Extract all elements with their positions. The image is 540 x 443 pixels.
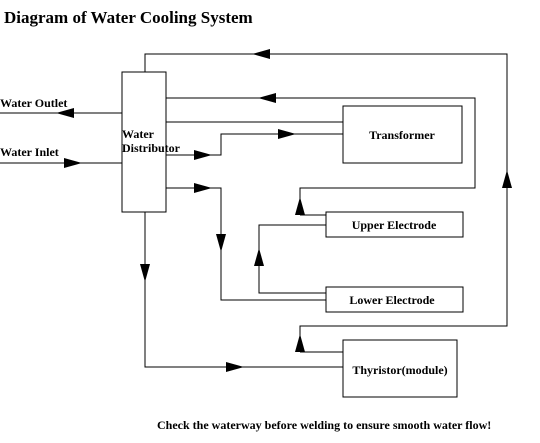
water-distributor-box	[121, 71, 167, 213]
transformer-feed-pipe	[166, 121, 343, 160]
transformer-label: Transformer	[369, 128, 435, 142]
arrow-right-icon	[194, 150, 212, 160]
arrow-left-icon	[56, 108, 74, 118]
thyristor-box	[342, 339, 458, 398]
arrow-left-icon	[258, 93, 276, 103]
water-outlet-pipe	[0, 108, 122, 118]
upper-electrode-box	[325, 211, 464, 238]
water-outlet-label: Water Outlet	[0, 96, 67, 110]
distributor-label-line2: Distributor	[122, 141, 181, 155]
lower-electrode-label: Lower Electrode	[349, 293, 435, 307]
arrow-right-icon	[194, 183, 212, 193]
thyristor-feed-pipe	[140, 212, 343, 372]
arrow-right-icon	[64, 158, 82, 168]
arrow-down-icon	[216, 234, 226, 252]
footer-note: Check the waterway before welding to ens…	[157, 418, 491, 432]
lower-electrode-box	[325, 286, 464, 313]
arrow-left-icon	[252, 49, 270, 59]
electrode-feed-pipe	[166, 183, 326, 301]
arrow-up-icon	[254, 248, 264, 266]
arrow-down-icon	[140, 264, 150, 282]
transformer-return-pipe	[166, 93, 476, 215]
thyristor-label: Thyristor(module)	[352, 363, 447, 377]
upper-electrode-label: Upper Electrode	[352, 218, 437, 232]
transformer-box	[342, 105, 463, 164]
distributor-label-line1: Water	[122, 127, 155, 141]
top-return-pipe	[144, 49, 512, 352]
water-inlet-label: Water Inlet	[0, 145, 59, 159]
arrow-up-icon	[295, 334, 305, 352]
arrow-right-icon	[278, 129, 296, 139]
water-inlet-pipe	[0, 158, 122, 168]
arrow-up-icon	[295, 197, 305, 215]
electrode-link-pipe	[254, 224, 326, 294]
diagram-title: Diagram of Water Cooling System	[4, 8, 253, 27]
arrow-up-icon	[502, 170, 512, 188]
arrow-right-icon	[226, 362, 244, 372]
